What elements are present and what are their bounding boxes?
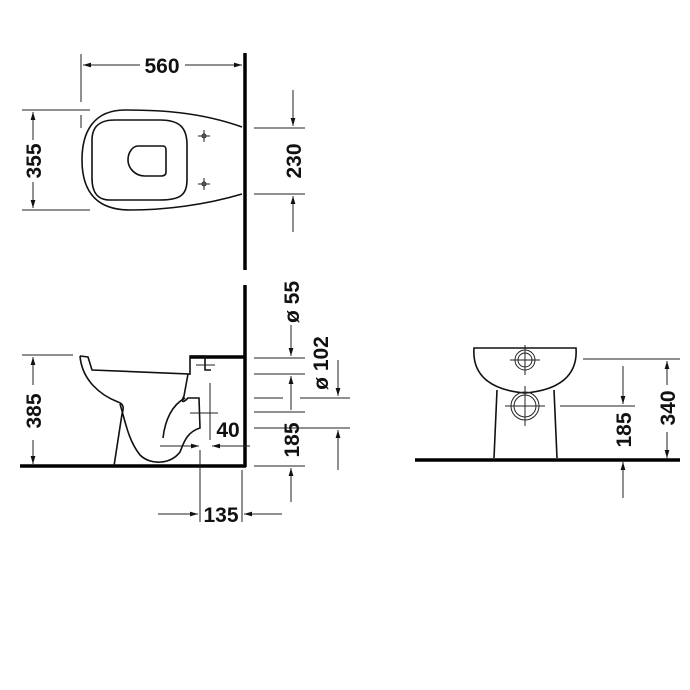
dim-length-560: 560 [144,55,179,78]
bowl-outer-side [79,355,124,467]
dim-front-height-340: 340 [657,390,680,425]
top-view: 560 355 230 [22,53,306,270]
front-view: 185 340 [415,345,680,498]
dim-outlet-dia-102: ø 102 [310,336,333,390]
fixing-hole-icon [198,130,210,142]
bowl-outline-top [81,109,243,211]
outlet-circle-icon [505,386,545,426]
dim-wall-135: 135 [203,504,238,527]
inlet-circle-icon [510,345,540,375]
bowl-opening-top [127,145,167,177]
pedestal-outline-front [493,389,558,459]
fixing-hole-icon [198,178,210,190]
trap-curve-side [119,373,201,463]
trap-inner-side [162,397,186,439]
dim-outlet-height-185: 185 [281,422,304,457]
dim-holes-230: 230 [283,143,306,178]
dim-height-385: 385 [23,393,46,428]
dim-front-outlet-185: 185 [613,412,636,447]
side-view: 40 385 ø 55 ø 102 185 135 [20,281,350,527]
dim-inlet-dia-55: ø 55 [281,281,304,323]
bowl-rim-side [79,355,211,375]
dim-offset-40: 40 [216,419,239,442]
seat-outline-top [91,119,188,201]
dim-width-355: 355 [23,143,46,178]
